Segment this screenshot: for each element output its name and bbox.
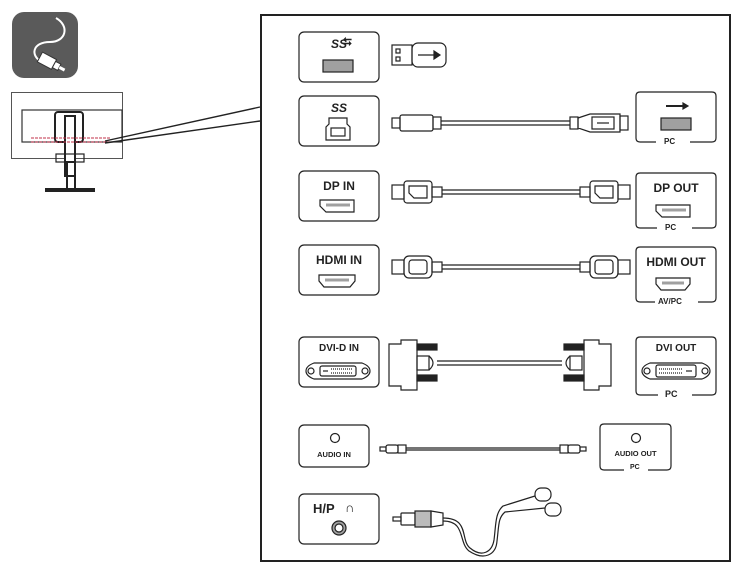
pc-dp-out-port <box>635 172 717 229</box>
pc-usb-port <box>635 91 717 143</box>
dvi-d-in-label: DVI-D IN <box>319 343 359 354</box>
usb-b-to-a-cable <box>391 113 629 133</box>
pc-usb-sublabel: PC <box>661 137 679 146</box>
usb-b-port <box>298 95 380 147</box>
hdmi-out-label: HDMI OUT <box>646 255 706 269</box>
hdmi-in-label: HDMI IN <box>316 253 362 267</box>
audio-cable <box>379 444 587 454</box>
hdmi-out-sublabel: AV/PC <box>655 297 685 306</box>
pc-dvi-out-port <box>635 336 717 396</box>
displayport-cable <box>391 180 631 204</box>
dp-out-sublabel: PC <box>662 223 680 232</box>
audio-in-port <box>298 424 370 468</box>
dvi-cable <box>388 339 612 391</box>
dp-in-label: DP IN <box>323 179 355 193</box>
pc-hdmi-out-port <box>635 246 717 303</box>
earphones <box>392 487 562 557</box>
headphone-port <box>298 493 380 545</box>
hdmi-in-port <box>298 244 380 296</box>
connection-panel <box>260 14 731 562</box>
hdmi-cable <box>391 255 631 279</box>
dvi-out-label: DVI OUT <box>655 343 697 354</box>
headphone-icon: ∩ <box>345 500 355 515</box>
usb-icon: ⮀ <box>343 36 352 48</box>
audio-in-label: AUDIO IN <box>317 450 351 459</box>
usb-a-plug <box>391 42 447 68</box>
usb-b-port-label: SS <box>330 101 347 115</box>
audio-out-sublabel: PC <box>627 464 643 471</box>
usb-a-port <box>298 31 380 83</box>
usb-a-port-label: SS <box>330 37 347 51</box>
dvi-d-in-port <box>298 336 380 388</box>
dvi-out-sublabel: PC <box>662 389 681 399</box>
dp-in-port <box>298 170 380 222</box>
pc-audio-out-port <box>599 423 672 471</box>
audio-out-label: AUDIO OUT <box>614 449 657 458</box>
headphone-label: H/P <box>313 501 335 516</box>
cable-connection-icon <box>12 12 78 78</box>
monitor-rear-view <box>11 92 123 192</box>
dp-out-label: DP OUT <box>653 181 699 195</box>
